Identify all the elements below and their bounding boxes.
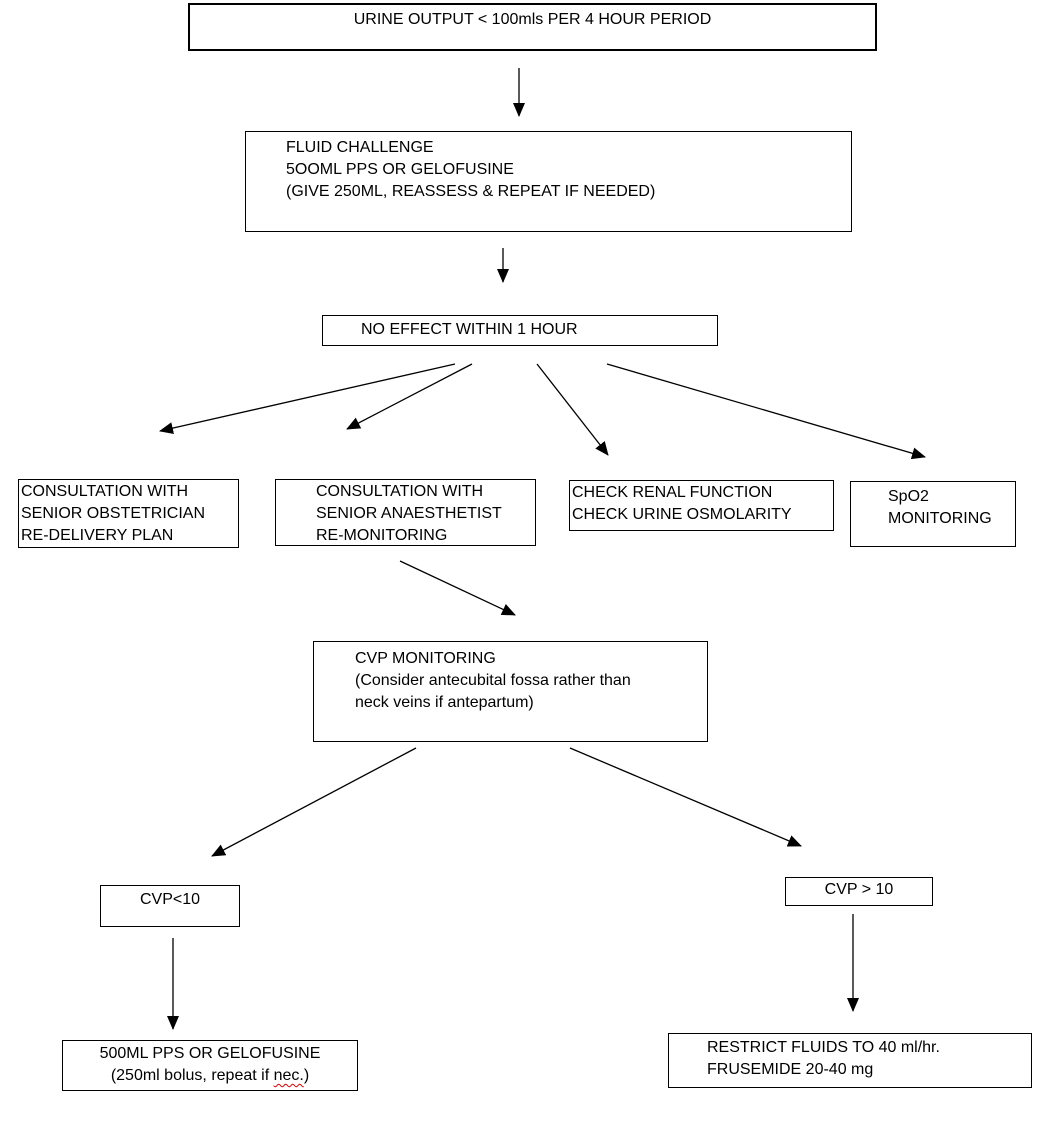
box-text-line: (GIVE 250ML, REASSESS & REPEAT IF NEEDED… (286, 183, 656, 200)
arrow-noeffect-to-spo2 (606, 363, 926, 460)
flowchart-box-no-effect: NO EFFECT WITHIN 1 HOUR (322, 315, 718, 346)
box-text-line: CONSULTATION WITH (316, 483, 484, 500)
arrow-cvp-to-cvphigh (569, 747, 802, 847)
box-text-line: (Consider antecubital fossa rather than (355, 672, 631, 689)
arrow-cvp-to-cvplow (211, 747, 417, 857)
arrow-noeffect-to-renal (536, 363, 609, 456)
flowchart-box-urine-output: URINE OUTPUT < 100mls PER 4 HOUR PERIOD (188, 3, 877, 51)
box-text-line: FLUID CHALLENGE (286, 139, 434, 156)
box-text-line: SENIOR OBSTETRICIAN (21, 505, 206, 522)
box-text-line: 500ML PPS OR GELOFUSINE (99, 1045, 321, 1062)
box-text-line: RESTRICT FLUIDS TO 40 ml/hr. (707, 1039, 940, 1056)
arrow-anaesthetist-to-cvp (399, 560, 516, 616)
box-text-segment: ) (303, 1067, 310, 1084)
arrow-noeffect-to-obstetrician (159, 363, 456, 434)
box-text-line: NO EFFECT WITHIN 1 HOUR (361, 321, 578, 338)
box-text-line: CVP<10 (139, 891, 201, 908)
arrow-noeffect-to-anaesthetist (346, 363, 473, 430)
box-text-line: CHECK URINE OSMOLARITY (572, 506, 792, 523)
flowchart-box-fluid-bolus: 500ML PPS OR GELOFUSINE (250ml bolus, re… (62, 1040, 358, 1091)
box-text-line: CONSULTATION WITH (21, 483, 189, 500)
flowchart-box-consult-obstetrician: CONSULTATION WITH SENIOR OBSTETRICIAN RE… (18, 479, 239, 548)
box-text-line: RE-MONITORING (316, 527, 448, 544)
box-text-line: RE-DELIVERY PLAN (21, 527, 174, 544)
box-text-line: SpO2 (888, 488, 929, 505)
flowchart-box-consult-anaesthetist: CONSULTATION WITH SENIOR ANAESTHETIST RE… (275, 479, 536, 546)
flowchart-box-check-renal-function: CHECK RENAL FUNCTION CHECK URINE OSMOLAR… (569, 480, 834, 531)
box-text-line: (250ml bolus, repeat if nec.) (63, 1065, 357, 1087)
flowchart-box-restrict-fluids: RESTRICT FLUIDS TO 40 ml/hr. FRUSEMIDE 2… (668, 1033, 1032, 1088)
box-text-line: SENIOR ANAESTHETIST (316, 505, 502, 522)
flowchart-box-spo2-monitoring: SpO2 MONITORING (850, 481, 1016, 547)
flowchart-box-cvp-monitoring: CVP MONITORING (Consider antecubital fos… (313, 641, 708, 742)
flowchart-box-cvp-above-10: CVP > 10 (785, 877, 933, 906)
misspelled-word-underline: nec. (273, 1067, 304, 1084)
box-text-line: 5OOML PPS OR GELOFUSINE (286, 161, 514, 178)
box-text-line: MONITORING (888, 510, 992, 527)
flowchart-box-fluid-challenge: FLUID CHALLENGE 5OOML PPS OR GELOFUSINE … (245, 131, 852, 232)
box-text-line: neck veins if antepartum) (355, 694, 534, 711)
box-text-line: URINE OUTPUT < 100mls PER 4 HOUR PERIOD (353, 11, 712, 28)
box-text-segment: (250ml bolus, repeat if (110, 1067, 274, 1084)
box-text-line: CVP MONITORING (355, 650, 496, 667)
box-text-line: CVP > 10 (824, 881, 894, 898)
box-text-line: CHECK RENAL FUNCTION (572, 484, 773, 501)
flowchart-box-cvp-below-10: CVP<10 (100, 885, 240, 927)
box-text-line: FRUSEMIDE 20-40 mg (707, 1061, 874, 1078)
